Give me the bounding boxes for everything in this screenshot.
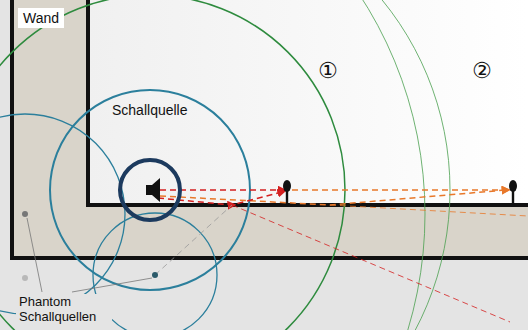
phantom-source-dot bbox=[22, 211, 28, 217]
microphone-symbol bbox=[286, 190, 288, 203]
callout-number: ② bbox=[472, 58, 492, 83]
microphone-symbol bbox=[512, 190, 514, 203]
wall-label: Wand bbox=[18, 8, 64, 28]
phantom-label: Phantom Schallquellen bbox=[16, 294, 112, 326]
wall-band bbox=[12, 0, 528, 258]
speaker-symbol bbox=[146, 178, 160, 202]
microphones bbox=[283, 180, 517, 203]
wavefront bbox=[0, 0, 425, 330]
phantom-wavefront bbox=[0, 114, 125, 314]
phantom-source-dot bbox=[152, 272, 158, 278]
source-circle bbox=[120, 160, 180, 220]
reflected-ray-continuation bbox=[330, 205, 528, 216]
wavefront bbox=[0, 0, 345, 330]
callout-number: ① bbox=[318, 58, 338, 83]
wavefront bbox=[0, 0, 450, 330]
direct-ray bbox=[292, 189, 506, 191]
inner-wall-line bbox=[88, 0, 528, 205]
room-interior bbox=[88, 0, 528, 205]
source-label: Schallquelle bbox=[112, 102, 188, 118]
phantom-source-dot bbox=[22, 275, 28, 281]
sound-rays bbox=[155, 190, 528, 322]
leader-line bbox=[27, 218, 42, 292]
leader-line bbox=[72, 278, 152, 292]
reflected-ray-continuation bbox=[232, 205, 510, 322]
outer-wall-line bbox=[12, 0, 528, 258]
wavefronts bbox=[0, 0, 450, 330]
